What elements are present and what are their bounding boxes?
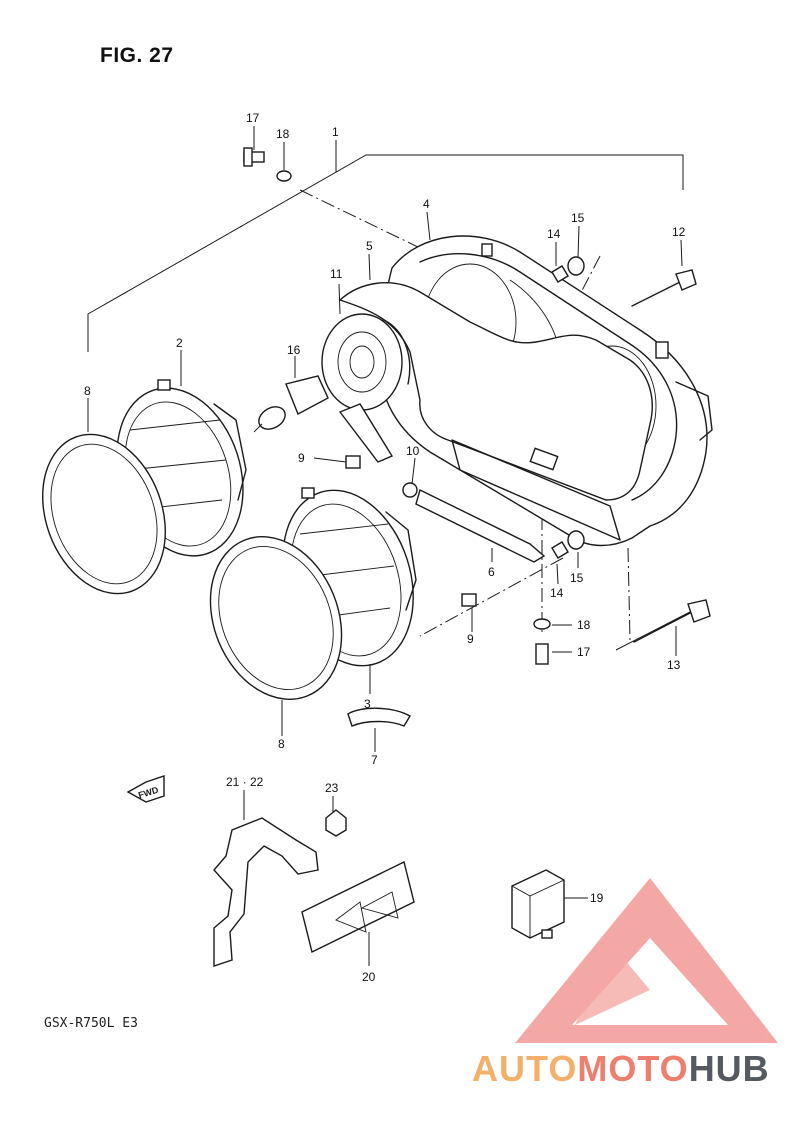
adjuster-bar	[415, 489, 546, 563]
adjuster-10-icon	[402, 482, 418, 498]
watermark-logo-icon	[515, 878, 778, 1043]
label-17-bottom: 17	[577, 645, 591, 659]
bolt-17b-icon	[535, 643, 549, 665]
label-17-top: 17	[246, 111, 260, 125]
label-18-top: 18	[276, 127, 290, 141]
watermark-brand: AUTOMOTOHUB	[472, 1048, 770, 1090]
label-7: 7	[371, 753, 378, 767]
label-15-bottom: 15	[570, 571, 584, 585]
washer-18-icon	[276, 170, 292, 182]
label-11: 11	[330, 267, 343, 281]
label-10: 10	[406, 444, 420, 458]
cover-strip	[338, 403, 394, 463]
label-6: 6	[488, 565, 495, 579]
fwd-arrow-icon: FWD	[126, 775, 165, 803]
screw-13-icon	[633, 599, 711, 643]
label-9-top: 9	[298, 451, 305, 465]
leader-lines	[87, 126, 691, 966]
washer-18b-icon	[533, 618, 551, 630]
watermark-part-2: MOTO	[577, 1048, 689, 1089]
reflector-20	[301, 860, 415, 954]
label-13: 13	[667, 658, 681, 672]
screw-12-icon	[631, 269, 697, 307]
nut-14b-icon	[551, 541, 569, 559]
relay-19	[511, 869, 565, 939]
spacer-15-icon	[567, 256, 585, 276]
spacer-15b-icon	[567, 530, 585, 550]
nut-14-icon	[551, 265, 569, 283]
headlight-rim-frame	[338, 282, 653, 541]
retaining-clip	[347, 707, 411, 727]
label-4: 4	[423, 197, 430, 211]
label-14-bottom: 14	[550, 586, 564, 600]
label-14-top: 14	[547, 227, 561, 241]
model-code: GSX-R750L E3	[44, 1016, 138, 1031]
clip-9a-icon	[345, 455, 361, 469]
label-5: 5	[366, 239, 373, 253]
bolt-17-icon	[243, 147, 265, 167]
label-20: 20	[362, 970, 376, 984]
label-18-bottom: 18	[577, 618, 591, 632]
headlight-ring-left	[42, 433, 166, 595]
assembly-bracket-line	[87, 140, 684, 352]
figure-title: FIG. 27	[100, 44, 174, 67]
label-21-22: 21 · 22	[226, 775, 264, 789]
label-8-left: 8	[84, 384, 91, 398]
label-15-top: 15	[571, 211, 585, 225]
headlight-bulb	[253, 375, 329, 433]
label-3: 3	[364, 697, 371, 711]
watermark-part-1: AUTO	[472, 1048, 578, 1089]
watermark-part-3: HUB	[688, 1048, 770, 1089]
clip-9b-icon	[461, 593, 477, 607]
label-12: 12	[672, 225, 686, 239]
headlight-ring-right	[209, 536, 343, 700]
label-23: 23	[325, 781, 339, 795]
label-1: 1	[332, 125, 339, 139]
label-16: 16	[287, 343, 301, 357]
callout-labels: 1 2 3 4 5 6 7 8 8 9 9 10 11 12 13 14 14 …	[84, 111, 686, 984]
nut-23-icon	[325, 809, 347, 837]
label-19: 19	[590, 891, 604, 905]
label-8-right: 8	[278, 737, 285, 751]
label-9-bottom: 9	[467, 632, 474, 646]
bracket-21-22	[213, 817, 319, 967]
label-2: 2	[176, 336, 183, 350]
